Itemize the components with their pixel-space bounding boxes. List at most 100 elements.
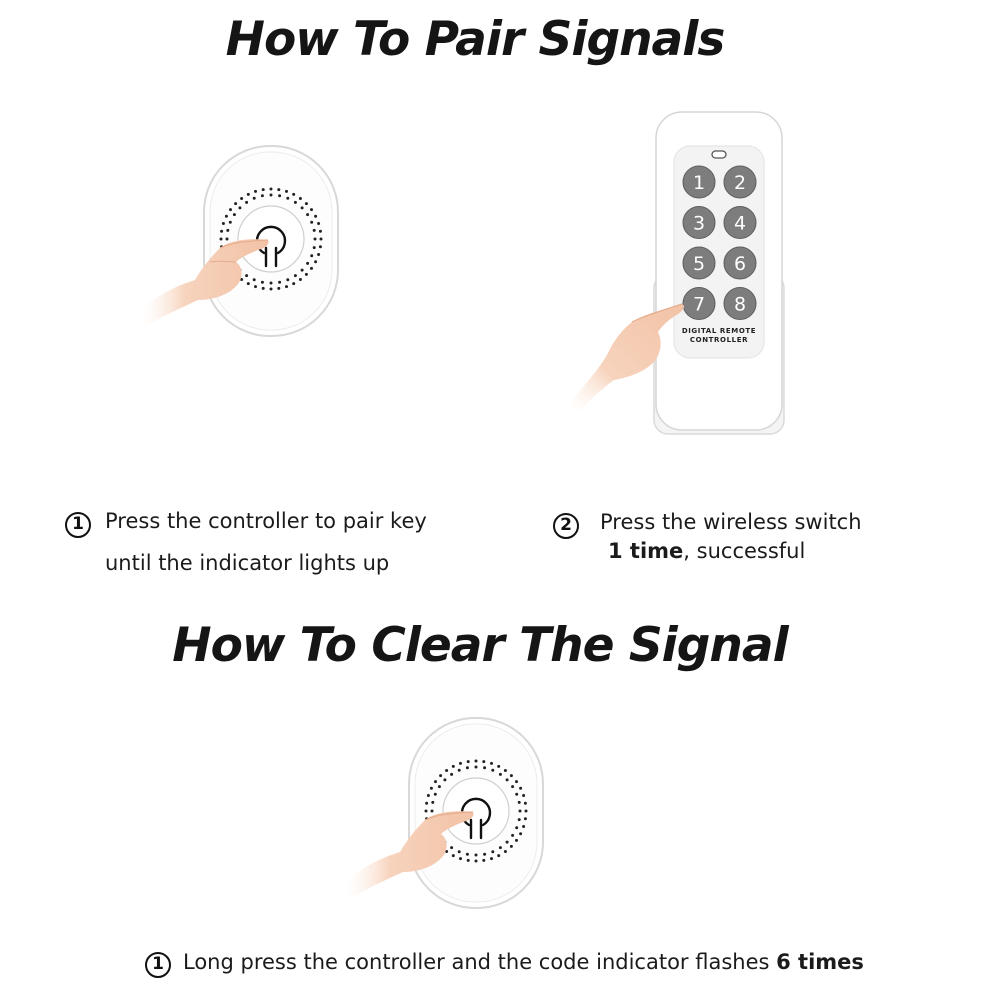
speaker-dot bbox=[490, 761, 493, 765]
speaker-dot bbox=[292, 282, 296, 286]
speaker-dot bbox=[300, 206, 304, 210]
speaker-dot bbox=[431, 800, 435, 804]
speaker-dot bbox=[306, 213, 310, 217]
speaker-dot bbox=[443, 778, 447, 782]
clear-step-1-main: Long press the controller and the code i… bbox=[183, 950, 777, 974]
pair-section-title: How To Pair Signals bbox=[225, 12, 726, 67]
remote-key-cap bbox=[723, 206, 757, 239]
speaker-dot bbox=[293, 274, 297, 278]
speaker-dot bbox=[451, 764, 455, 768]
remote-key-cap bbox=[682, 165, 716, 199]
speaker-dot bbox=[509, 774, 513, 778]
speaker-dot bbox=[465, 852, 469, 856]
speaker-dot bbox=[474, 853, 478, 857]
speaker-dot bbox=[450, 846, 454, 850]
speaker-dot bbox=[228, 220, 232, 224]
speaker-dot bbox=[430, 809, 434, 813]
pair-step-2-line1: Press the wireless switch bbox=[600, 510, 862, 534]
speaker-dot bbox=[306, 261, 310, 265]
speaker-dot bbox=[434, 780, 437, 784]
speaker-dot bbox=[319, 237, 323, 241]
speaker-dot bbox=[245, 200, 249, 204]
clear-step-1-text: Long press the controller and the code i… bbox=[183, 949, 864, 976]
speaker-dot bbox=[424, 809, 428, 813]
remote-key-4: 4 bbox=[723, 206, 757, 239]
speaker-dot bbox=[515, 826, 519, 830]
clear-section-title: How To Clear The Signal bbox=[172, 618, 788, 673]
pair-step-2-rest: , successful bbox=[683, 539, 806, 563]
speaker-dot bbox=[245, 274, 249, 278]
remote-brand-line1: DIGITAL REMOTE bbox=[682, 327, 756, 335]
speaker-dot bbox=[519, 832, 523, 836]
speaker-dot bbox=[483, 766, 487, 770]
speaker-dot bbox=[459, 857, 462, 861]
speaker-dot bbox=[491, 768, 495, 772]
remote-key-8: 8 bbox=[723, 287, 757, 320]
speaker-dot bbox=[459, 761, 462, 765]
speaker-dot bbox=[246, 282, 250, 286]
speaker-dot bbox=[445, 769, 449, 772]
speaker-dot bbox=[277, 188, 281, 192]
remote-key-7: 7 bbox=[682, 287, 716, 320]
speaker-dot bbox=[491, 850, 495, 854]
speaker-dot bbox=[426, 794, 430, 797]
remote-key-label: 4 bbox=[734, 213, 746, 235]
pair-step-1: 1 Press the controller to pair key until… bbox=[65, 508, 485, 588]
speaker-dot bbox=[474, 765, 478, 769]
speaker-dot bbox=[474, 859, 478, 863]
speaker-dot bbox=[260, 280, 264, 284]
pair-step-1-line1: Press the controller to pair key bbox=[105, 509, 427, 533]
remote-key-label: 6 bbox=[734, 253, 746, 275]
speaker-dot bbox=[482, 760, 486, 764]
speaker-dot bbox=[254, 285, 257, 289]
speaker-dot bbox=[518, 809, 522, 813]
remote-key-label: 5 bbox=[693, 253, 705, 275]
hand-pointing-icon bbox=[345, 811, 474, 898]
remote-key-label: 2 bbox=[734, 172, 746, 194]
speaker-dot bbox=[474, 759, 478, 763]
remote-key-label: 8 bbox=[734, 294, 746, 316]
remote-key-3: 3 bbox=[682, 206, 716, 239]
speaker-dot bbox=[466, 760, 470, 764]
speaker-dot bbox=[511, 785, 515, 789]
speaker-dot bbox=[285, 285, 288, 289]
speaker-dot bbox=[269, 193, 273, 197]
speaker-dot bbox=[318, 229, 322, 233]
speaker-dot bbox=[278, 280, 282, 284]
speaker-dot bbox=[310, 254, 314, 258]
speaker-dot bbox=[312, 246, 316, 250]
speaker-dot bbox=[234, 202, 238, 206]
speaker-dot bbox=[523, 801, 527, 805]
remote-key-label: 3 bbox=[693, 213, 705, 235]
speaker-dot bbox=[445, 850, 449, 853]
speaker-dot bbox=[482, 858, 486, 862]
speaker-dot bbox=[298, 278, 302, 281]
speaker-dot bbox=[505, 778, 509, 782]
speaker-dot bbox=[503, 850, 507, 853]
speaker-dot bbox=[497, 764, 501, 768]
speaker-dot bbox=[515, 838, 518, 842]
remote-key-label: 7 bbox=[693, 294, 705, 316]
step-number-badge: 2 bbox=[553, 513, 579, 539]
clear-step-1-bold: 6 times bbox=[776, 950, 864, 974]
speaker-dot bbox=[317, 253, 321, 256]
speaker-dot bbox=[252, 196, 256, 200]
speaker-dot bbox=[229, 208, 232, 212]
remote-key-2: 2 bbox=[723, 165, 757, 199]
speaker-dot bbox=[457, 768, 461, 772]
speaker-dot bbox=[503, 769, 507, 772]
speaker-dot bbox=[240, 278, 244, 281]
step-number-badge: 1 bbox=[65, 512, 91, 538]
speaker-dot bbox=[298, 197, 302, 200]
speaker-dot bbox=[433, 792, 437, 796]
speaker-dot bbox=[314, 214, 318, 218]
speaker-dot bbox=[465, 766, 469, 770]
pair-step-2-line2: 1 time, successful bbox=[608, 538, 805, 565]
speaker-dot bbox=[310, 220, 314, 224]
speaker-dot bbox=[269, 187, 273, 191]
speaker-dot bbox=[219, 237, 223, 241]
hand-pointing-icon bbox=[140, 239, 269, 326]
speaker-dot bbox=[466, 858, 470, 862]
remote-key-cap bbox=[723, 165, 757, 199]
speaker-dot bbox=[429, 786, 433, 790]
